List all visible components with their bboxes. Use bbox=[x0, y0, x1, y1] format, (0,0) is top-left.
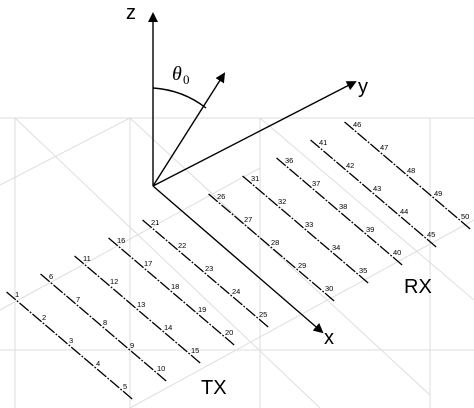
x-axis-label: x bbox=[324, 327, 334, 349]
rx-element-label: 30 bbox=[325, 284, 333, 293]
tx-row-line bbox=[142, 219, 270, 329]
tx-element-label: 24 bbox=[232, 287, 240, 296]
tx-element-label: 17 bbox=[144, 259, 152, 268]
tx-element-label: 4 bbox=[96, 359, 100, 368]
tx-element-label: 20 bbox=[225, 328, 233, 337]
theta-arc bbox=[152, 87, 207, 109]
tx-element-label: 25 bbox=[259, 310, 267, 319]
tx-element-label: 18 bbox=[171, 282, 179, 291]
background-grid bbox=[0, 117, 474, 408]
rx-element-label: 41 bbox=[319, 138, 327, 147]
tx-row-line bbox=[74, 255, 202, 365]
tx-row-line bbox=[40, 273, 168, 383]
rx-element-label: 39 bbox=[366, 225, 374, 234]
tx-element-label: 7 bbox=[76, 295, 80, 304]
tx-element-label: 10 bbox=[157, 364, 165, 373]
tx-element-label: 2 bbox=[42, 313, 46, 322]
y-axis bbox=[152, 81, 357, 187]
tx-element-label: 19 bbox=[198, 305, 206, 314]
rx-element-label: 46 bbox=[353, 120, 361, 129]
tx-array: 1234567891011121314151617181920212223242… bbox=[6, 218, 270, 401]
tx-element-label: 9 bbox=[130, 341, 134, 350]
rx-row-line bbox=[310, 139, 438, 249]
tx-element-label: 8 bbox=[103, 318, 107, 327]
tx-element-label: 5 bbox=[123, 382, 127, 391]
rx-element-label: 34 bbox=[332, 243, 340, 252]
rx-row-line bbox=[276, 157, 404, 267]
rx-row-line bbox=[344, 121, 472, 231]
rx-element-label: 38 bbox=[339, 202, 347, 211]
rx-element-label: 31 bbox=[251, 174, 259, 183]
y-axis-label: y bbox=[358, 76, 368, 98]
rx-array-label: RX bbox=[404, 276, 432, 298]
theta-subscript: 0 bbox=[183, 72, 190, 87]
rx-element-label: 47 bbox=[380, 143, 388, 152]
tx-element-label: 21 bbox=[151, 218, 159, 227]
rx-element-label: 43 bbox=[373, 184, 381, 193]
tx-element-label: 23 bbox=[205, 264, 213, 273]
rx-element-label: 48 bbox=[407, 166, 415, 175]
tx-element-label: 3 bbox=[69, 336, 73, 345]
tx-element-label: 15 bbox=[191, 346, 199, 355]
rx-element-label: 40 bbox=[393, 248, 401, 257]
rx-element-label: 50 bbox=[461, 212, 469, 221]
rx-element-label: 44 bbox=[400, 207, 408, 216]
steering-direction-arrow bbox=[152, 72, 226, 187]
tx-element-label: 6 bbox=[49, 272, 53, 281]
tx-row-line bbox=[6, 291, 134, 401]
rx-element-label: 32 bbox=[278, 197, 286, 206]
x-axis bbox=[152, 185, 324, 334]
rx-element-label: 36 bbox=[285, 156, 293, 165]
rx-element-label: 26 bbox=[217, 192, 225, 201]
rx-element-label: 28 bbox=[271, 238, 279, 247]
rx-element-label: 37 bbox=[312, 179, 320, 188]
rx-row-line bbox=[242, 175, 370, 285]
tx-element-label: 13 bbox=[137, 300, 145, 309]
rx-element-label: 33 bbox=[305, 220, 313, 229]
tx-array-label: TX bbox=[201, 377, 227, 399]
z-axis-label: z bbox=[126, 2, 136, 24]
tx-element-label: 1 bbox=[15, 290, 19, 299]
tx-row-line bbox=[108, 237, 236, 347]
tx-element-label: 12 bbox=[110, 277, 118, 286]
tx-element-label: 22 bbox=[178, 241, 186, 250]
rx-element-label: 29 bbox=[298, 261, 306, 270]
rx-row-line bbox=[208, 193, 336, 303]
rx-element-label: 45 bbox=[427, 230, 435, 239]
rx-element-label: 49 bbox=[434, 189, 442, 198]
rx-element-label: 42 bbox=[346, 161, 354, 170]
tx-element-label: 11 bbox=[83, 254, 91, 263]
rx-array: 26 27 28 29 30 31 32 33 34 35 36 37 38 39 40 41 42 43 44 45… bbox=[208, 120, 472, 303]
tx-element-label: 14 bbox=[164, 323, 172, 332]
rx-element-label: 35 bbox=[359, 266, 367, 275]
rx-element-label: 27 bbox=[244, 215, 252, 224]
theta-symbol: θ bbox=[172, 63, 182, 85]
tx-element-label: 16 bbox=[117, 236, 125, 245]
